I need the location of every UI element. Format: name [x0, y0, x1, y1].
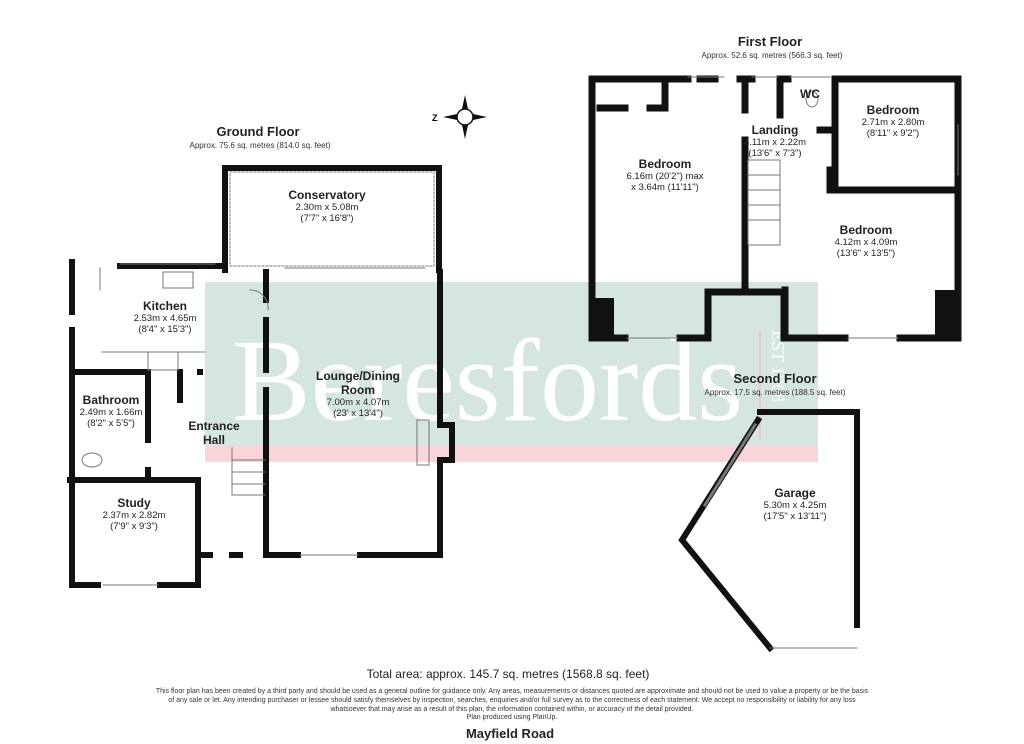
ground-floor-title: Ground Floor	[216, 124, 300, 139]
second-floor-area: Approx. 17.5 sq. metres (188.5 sq. feet)	[704, 388, 846, 397]
compass-icon: Z	[432, 95, 487, 139]
first-floor-title: First Floor	[737, 34, 803, 49]
ground-floor-walls	[67, 165, 455, 588]
total-area: Total area: approx. 145.7 sq. metres (15…	[366, 667, 650, 681]
watermark-text: Beresfords	[232, 315, 743, 446]
svg-text:Z: Z	[432, 113, 438, 123]
ground-floor-area: Approx. 75.6 sq. metres (814.0 sq. feet)	[189, 141, 331, 150]
second-floor-title: Second Floor	[733, 371, 817, 386]
established-text: EST 1968	[768, 330, 788, 402]
first-floor-area: Approx. 52.6 sq. metres (566.3 sq. feet)	[701, 51, 843, 60]
room-wc: WC	[800, 87, 820, 101]
disclaimer: This floor plan has been created by a th…	[155, 688, 869, 722]
street-name: Mayfield Road	[465, 726, 555, 741]
room-entrance-hall: Entrance Hall	[188, 419, 240, 447]
watermark: Beresfords EST 1968	[205, 282, 818, 462]
